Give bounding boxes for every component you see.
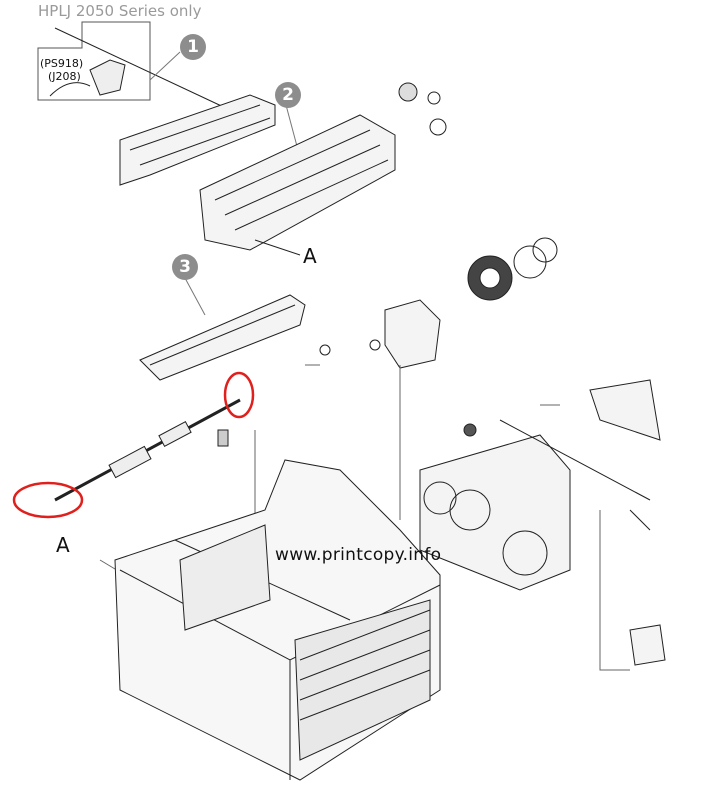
- inset-box: [37, 21, 151, 101]
- roller-shaft: [54, 398, 241, 502]
- callout-2: 2: [275, 82, 301, 108]
- callout-3: 3: [172, 254, 198, 280]
- watermark: www.printcopy.info: [275, 545, 442, 565]
- reference-label-a-top: A: [303, 244, 317, 268]
- inset-labels: (PS918) (J208): [40, 57, 83, 83]
- part-3-guide: [139, 294, 306, 381]
- j208-label: (J208): [48, 70, 81, 83]
- callout-1: 1: [180, 34, 206, 60]
- highlight-circle-left: [12, 481, 84, 519]
- gear-plate: [419, 434, 571, 591]
- header-note: HPLJ 2050 Series only: [38, 2, 202, 20]
- highlight-circle-right: [223, 371, 255, 419]
- part-1-rail: [119, 94, 276, 186]
- reference-label-a-bottom: A: [56, 533, 70, 557]
- ps918-label: (PS918): [40, 57, 84, 70]
